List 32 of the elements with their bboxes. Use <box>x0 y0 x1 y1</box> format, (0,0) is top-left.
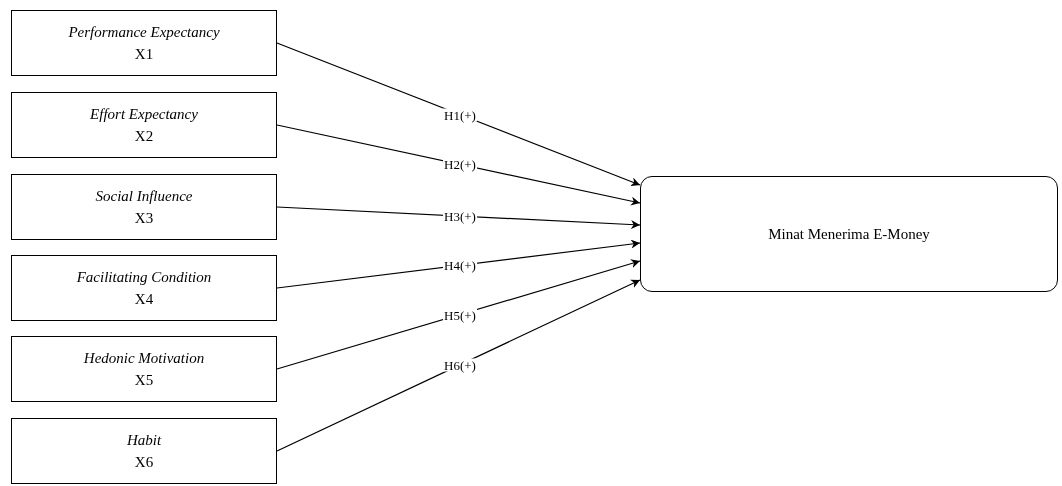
arrow <box>276 259 641 370</box>
construct-name: Hedonic Motivation <box>83 349 205 368</box>
variable-code: X3 <box>134 209 154 228</box>
construct-name: Performance Expectancy <box>68 23 220 42</box>
construct-name: Social Influence <box>95 187 193 206</box>
arrow <box>276 206 641 230</box>
variable-code: X6 <box>134 453 154 472</box>
construct-name: Effort Expectancy <box>90 105 198 124</box>
construct-name: Habit <box>126 431 162 450</box>
outcome-box <box>640 176 1058 292</box>
arrow <box>276 279 641 452</box>
construct-name: Facilitating Condition <box>76 268 212 287</box>
arrow <box>276 239 641 289</box>
variable-box <box>11 336 277 402</box>
variable-box <box>11 10 277 76</box>
arrow <box>276 124 641 206</box>
variable-code: X4 <box>134 290 154 309</box>
variable-box <box>11 255 277 321</box>
variable-box <box>11 418 277 484</box>
outcome-name: Minat Menerima E-Money <box>768 225 930 244</box>
edge-label: H4(+) <box>443 258 477 272</box>
edge-label: H1(+) <box>443 108 477 122</box>
variable-box <box>11 174 277 240</box>
variable-box <box>11 92 277 158</box>
variable-code: X1 <box>134 45 154 64</box>
edge-label: H5(+) <box>443 308 477 322</box>
arrow <box>276 42 641 186</box>
edge-label: H6(+) <box>443 358 477 372</box>
variable-code: X2 <box>134 127 154 146</box>
variable-code: X5 <box>134 371 154 390</box>
edge-label: H2(+) <box>443 157 477 171</box>
edge-label: H3(+) <box>443 209 477 223</box>
